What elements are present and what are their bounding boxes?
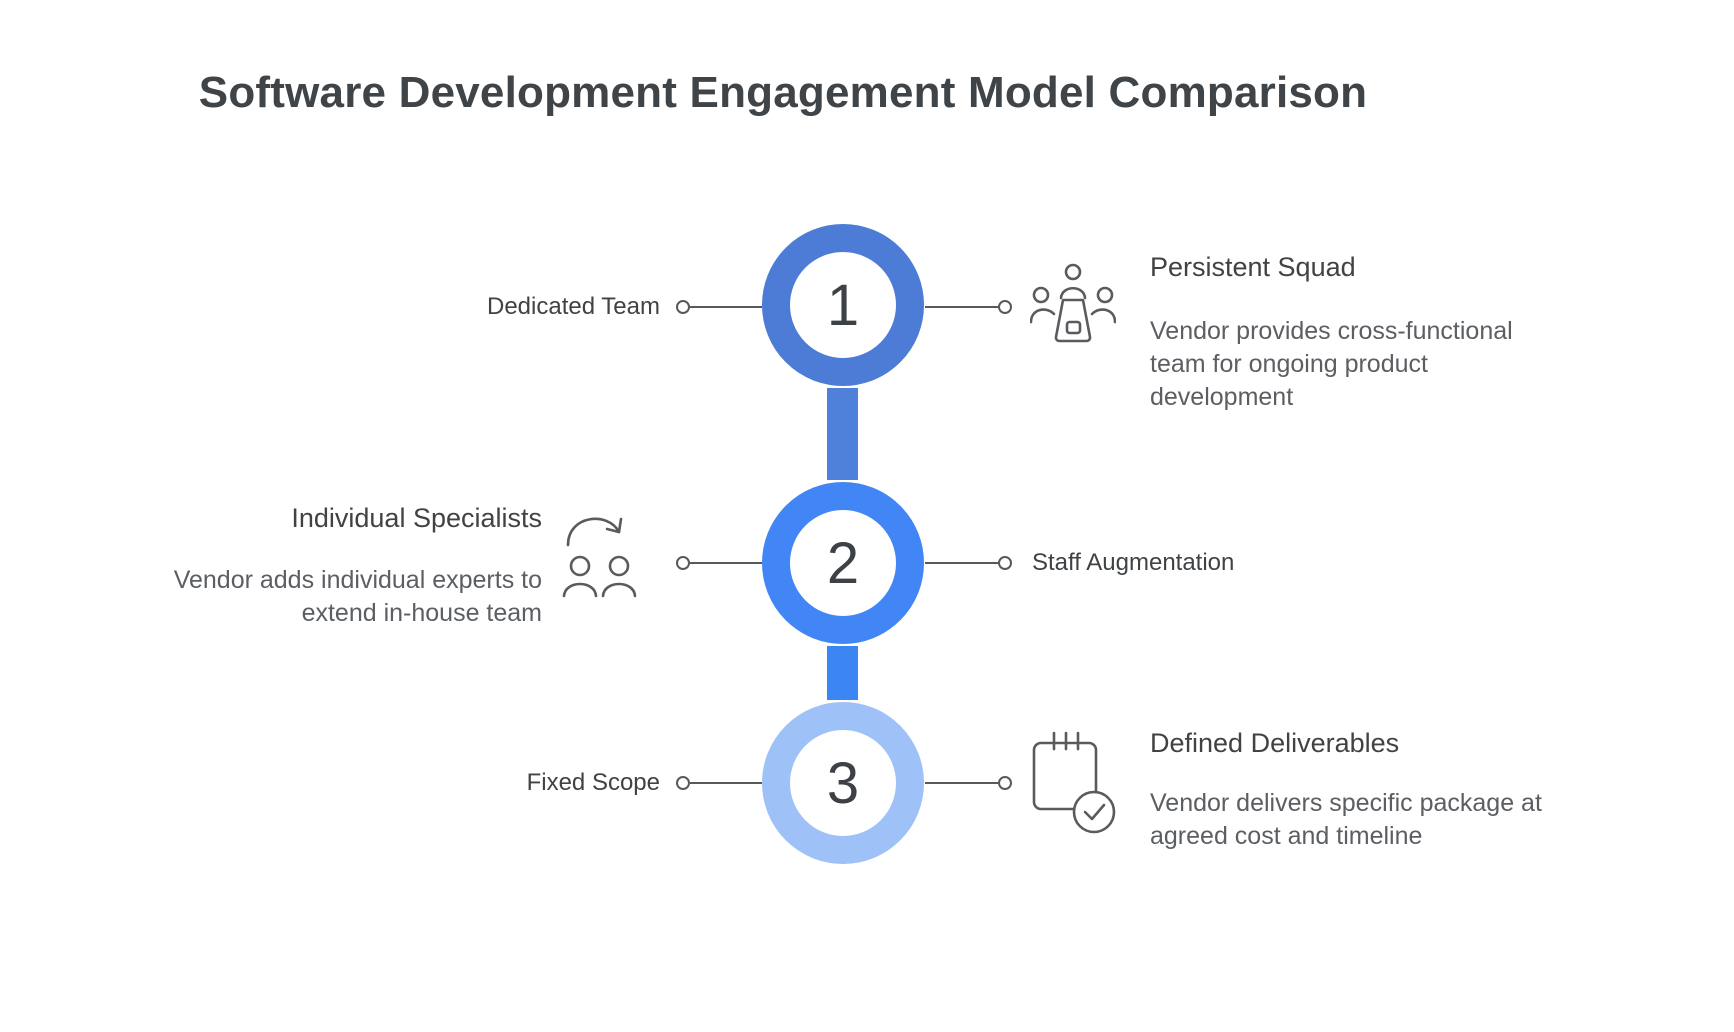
step-number-1: 1 xyxy=(826,272,860,338)
connector-endpoint-left-1 xyxy=(676,300,690,314)
connector-rod-step2-step3 xyxy=(827,646,858,700)
connector-endpoint-right-1 xyxy=(998,300,1012,314)
step-circle-1: 1 xyxy=(762,224,924,386)
step3-heading: Defined Deliverables xyxy=(1150,728,1400,758)
connector-endpoint-right-3 xyxy=(998,776,1012,790)
step3-description: Vendor delivers specific package at agre… xyxy=(1150,789,1542,850)
page-title: Software Development Engagement Model Co… xyxy=(198,68,1368,117)
step-circle-3: 3 xyxy=(762,702,924,864)
step-number-3: 3 xyxy=(826,750,860,816)
connector-endpoint-left-2 xyxy=(676,556,690,570)
step2-marker-label: Staff Augmentation xyxy=(1032,549,1235,576)
step1-heading: Persistent Squad xyxy=(1150,252,1356,282)
team-meeting-icon xyxy=(1030,263,1116,343)
connector-endpoint-right-2 xyxy=(998,556,1012,570)
connector-rod-step1-step2 xyxy=(827,388,858,480)
step-number-2: 2 xyxy=(826,530,860,596)
connector-line-right-2 xyxy=(925,562,1000,564)
person-transfer-icon xyxy=(562,517,637,598)
step2-description: Vendor adds individual experts to extend… xyxy=(173,566,542,627)
connector-line-left-1 xyxy=(690,306,762,308)
connector-line-left-3 xyxy=(690,782,762,784)
step1-description: Vendor provides cross-functional team fo… xyxy=(1150,317,1513,411)
step-circle-2: 2 xyxy=(762,482,924,644)
step3-marker-label: Fixed Scope xyxy=(526,769,660,796)
connector-line-right-1 xyxy=(925,306,1000,308)
connector-endpoint-left-3 xyxy=(676,776,690,790)
calendar-check-icon xyxy=(1032,731,1116,834)
step2-heading: Individual Specialists xyxy=(291,503,542,533)
connector-line-left-2 xyxy=(690,562,762,564)
step1-marker-label: Dedicated Team xyxy=(487,293,660,320)
connector-line-right-3 xyxy=(925,782,1000,784)
